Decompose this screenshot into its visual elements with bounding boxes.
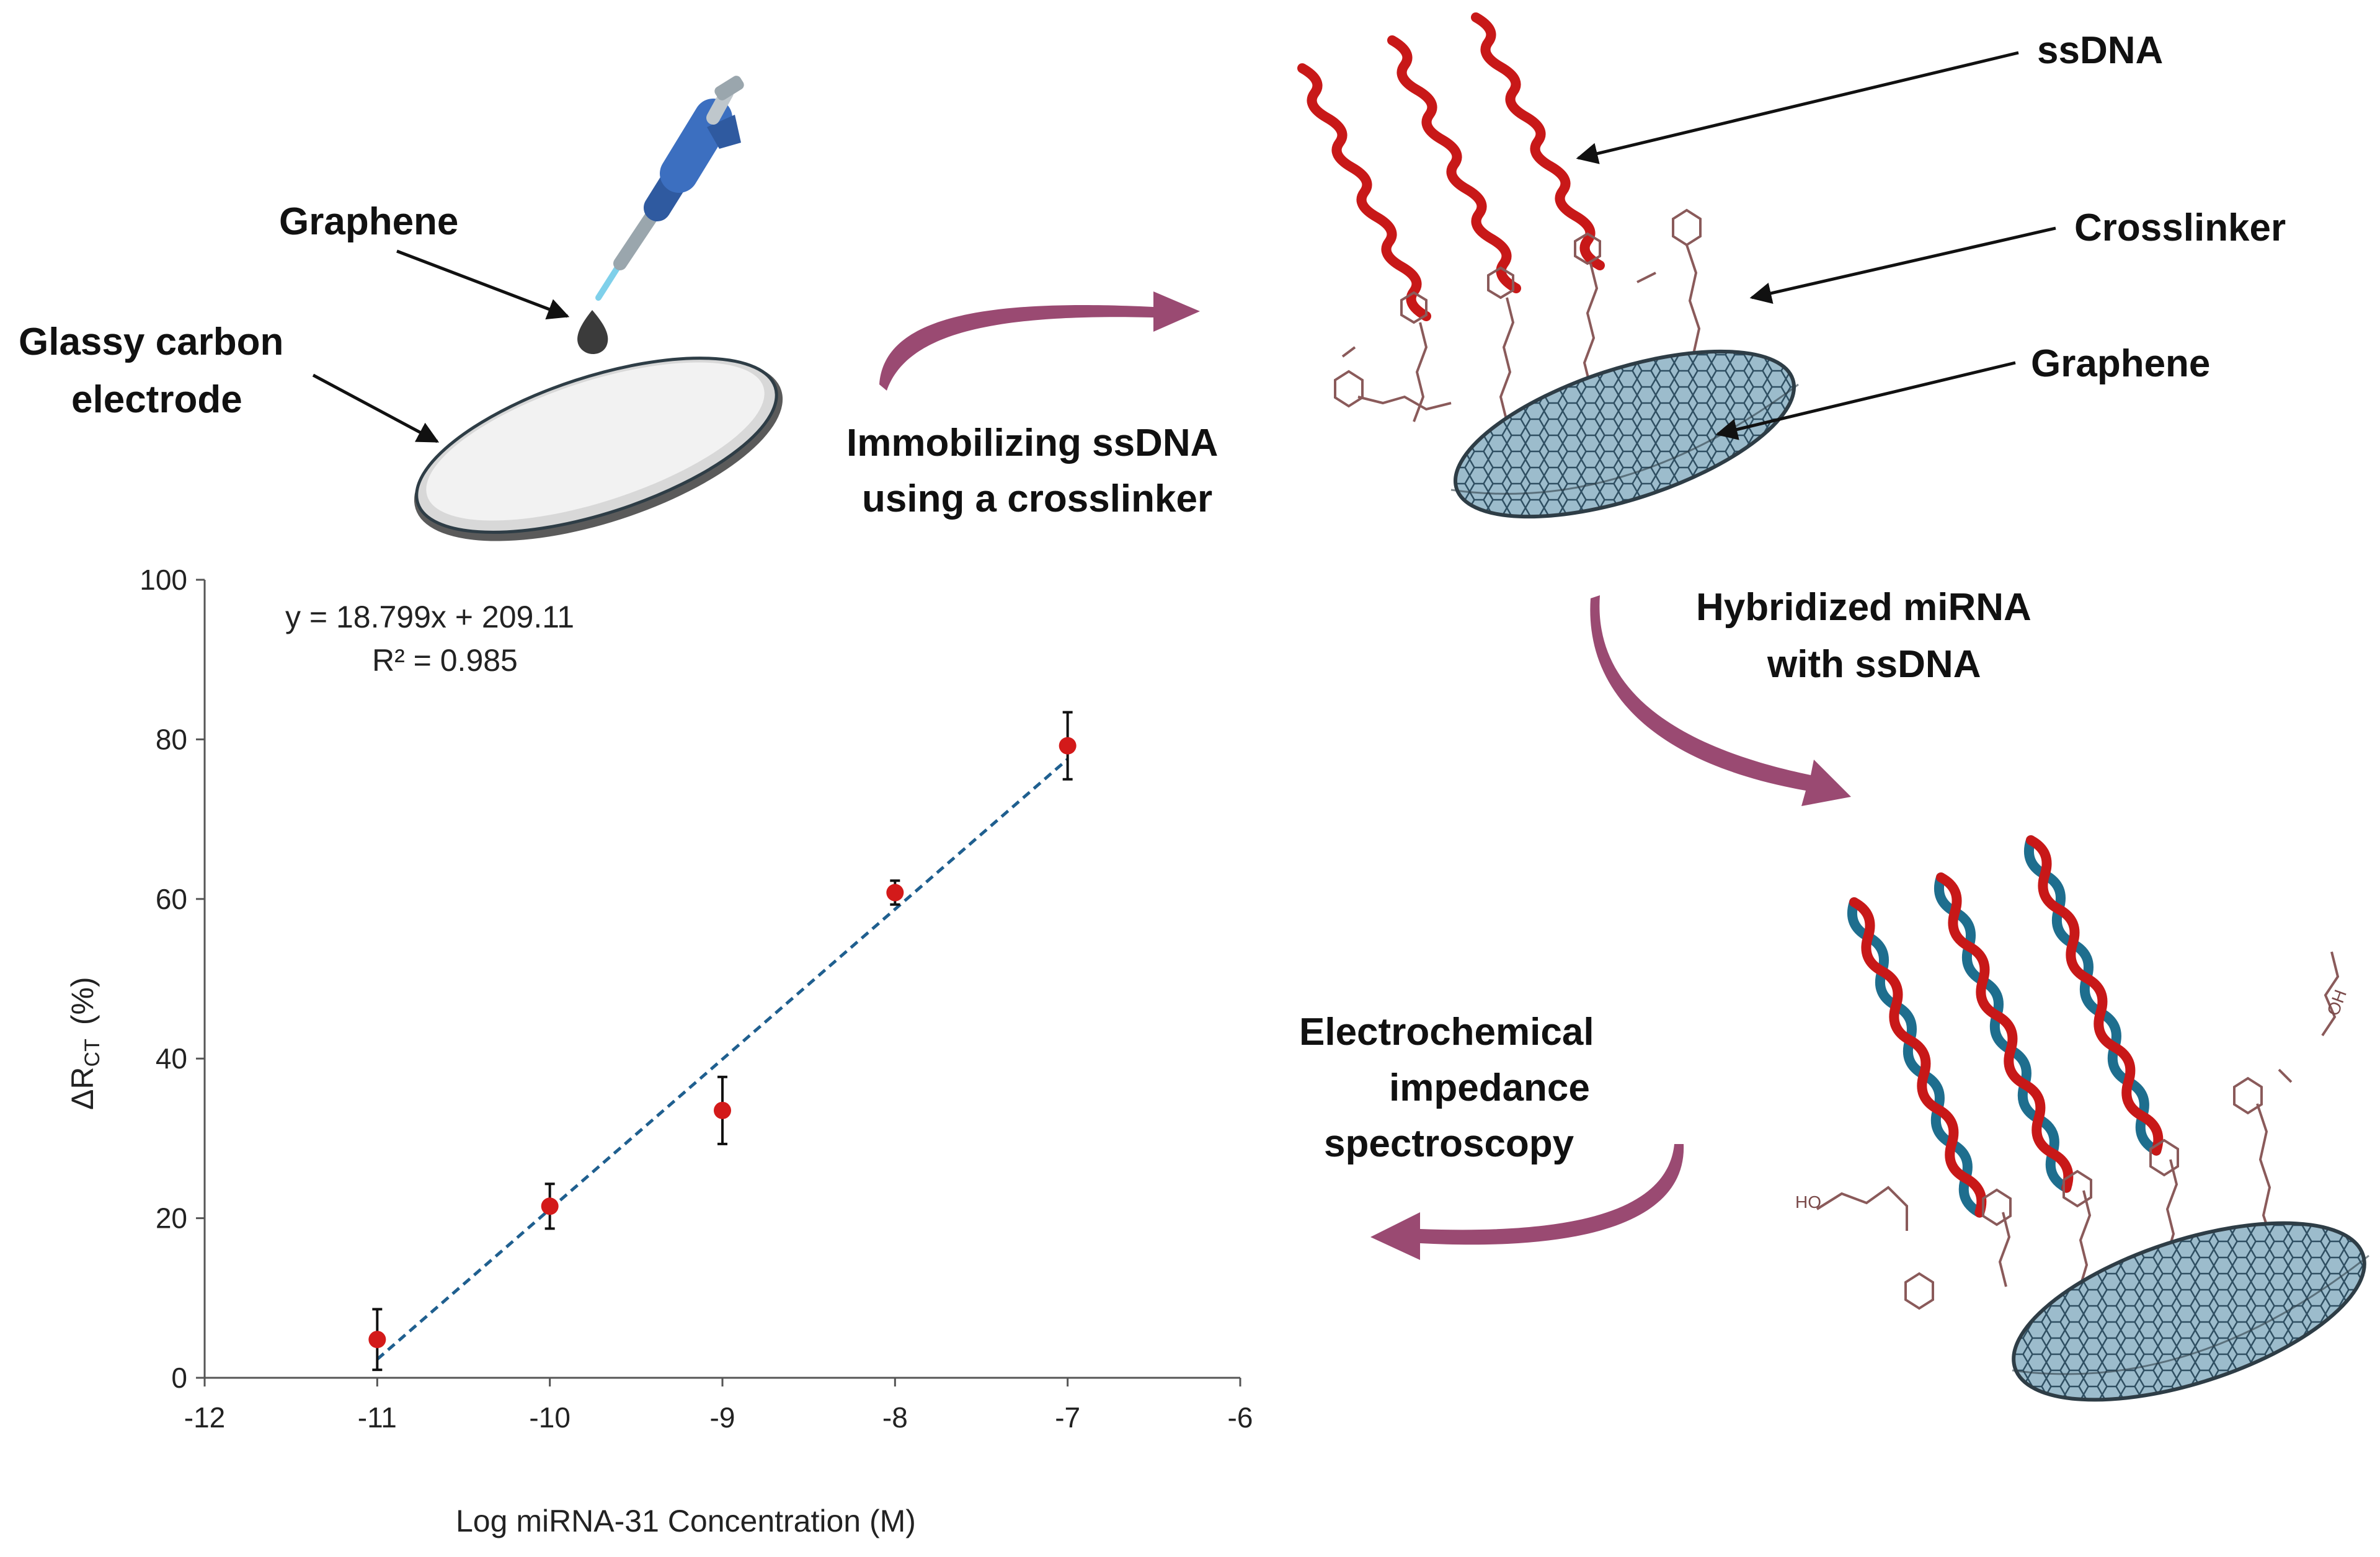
glassy-carbon-label-line1: Glassy carbon [19,321,283,363]
hybridized-helices [1847,835,2164,1218]
data-point [886,884,904,902]
r-squared: R² = 0.985 [372,643,518,678]
crosslinker-label: Crosslinker [2074,206,2286,249]
y-tick-label: 60 [156,883,187,915]
ssdna-strands [1297,12,1605,321]
y-tick-label: 20 [156,1202,187,1235]
x-tick-label: -10 [529,1401,570,1434]
data-point [714,1101,731,1119]
y-axis-title-unit: (%) [65,977,100,1025]
y-tick-label: 0 [171,1362,187,1394]
x-tick-label: -6 [1228,1401,1253,1434]
fit-line [376,758,1069,1361]
immobilizing-label-line1: Immobilizing ssDNA [846,422,1218,464]
hybridized-label-line1: Hybridized miRNA [1696,586,2031,629]
graphene-electrode-top [1436,335,1813,539]
x-tick-label: -7 [1055,1401,1080,1434]
x-axis-title: Log miRNA-31 Concentration (M) [456,1504,916,1538]
data-series [368,711,1077,1372]
x-tick-label: -9 [710,1401,735,1434]
chem-label-ho: HO [1795,1192,1821,1212]
y-axis-title-main: ΔR [65,1067,100,1110]
data-point [1059,737,1077,755]
x-tick-label: -8 [882,1401,908,1434]
eis-label-line1: Electrochemical [1299,1011,1594,1054]
ssdna-label: ssDNA [2037,29,2163,72]
eis-label-line2: impedance [1389,1067,1590,1109]
x-tick-label: -11 [358,1401,397,1434]
data-point [368,1331,386,1349]
process-arrow-eis [1370,1144,1684,1260]
y-tick-label: 40 [156,1042,187,1075]
graphene-label-top: Graphene [279,200,458,243]
calibration-chart: 0 20 40 60 80 100 -12 -11 -10 -9 -8 -7 -6 y = 18.79… [65,564,1253,1538]
y-axis-title-sub: CT [81,1039,104,1067]
hybridized-label-line2: with ssDNA [1767,643,1981,686]
process-arrow-hybridized [1590,595,1851,806]
y-tick-labels: 0 20 40 60 80 100 [140,564,205,1394]
graphene-droplet [577,310,608,355]
graphene-label-right: Graphene [2031,342,2210,385]
y-axis-title: ΔRCT (%) [65,977,104,1110]
graphene-electrode-bottom [1992,1209,2380,1420]
fit-equation: y = 18.799x + 209.11 [285,600,574,634]
pipette [595,76,744,301]
process-arrow-immobilizing [879,291,1200,391]
x-tick-labels: -12 -11 -10 -9 -8 -7 -6 [184,1378,1253,1434]
y-tick-label: 100 [140,564,187,596]
immobilizing-label-line2: using a crosslinker [862,477,1212,520]
y-tick-label: 80 [156,723,187,755]
x-tick-label: -12 [184,1401,225,1434]
eis-label-line3: spectroscopy [1324,1122,1574,1165]
data-point [541,1197,559,1215]
crosslinker-molecules-bottom [1816,951,2340,1310]
glassy-carbon-label-line2: electrode [71,378,242,421]
glassy-carbon-electrode [414,357,783,541]
